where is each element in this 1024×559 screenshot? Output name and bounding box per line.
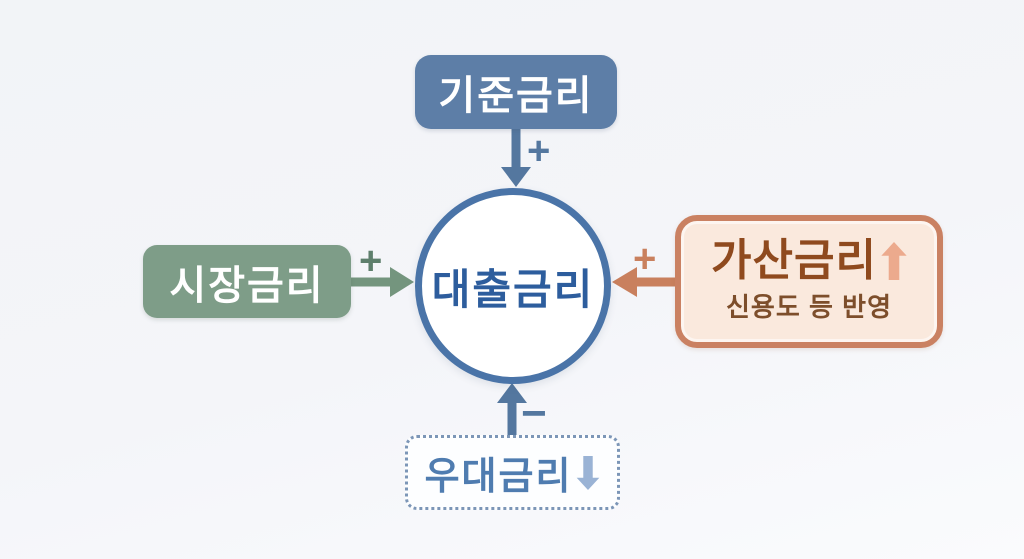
preferential-rate-label: 우대금리 <box>424 456 573 498</box>
spread-rate-main-line: 가산금리 <box>711 239 907 283</box>
spread-rate-subtext: 신용도 등 반영 <box>726 292 892 322</box>
node-base-rate: 기준금리 <box>415 55 617 129</box>
base-rate-label: 기준금리 <box>438 74 594 118</box>
node-preferential-rate: 우대금리 <box>405 435 620 510</box>
loan-rate-label: 대출금리 <box>431 265 595 313</box>
plus-sign-base-rate: + <box>527 129 551 173</box>
node-spread-rate: 가산금리 신용도 등 반영 <box>675 215 943 348</box>
node-market-rate: 시장금리 <box>143 245 351 318</box>
up-arrow-icon <box>881 242 907 280</box>
node-loan-rate: 대출금리 <box>415 188 611 384</box>
plus-sign-spread-rate: + <box>633 237 657 281</box>
spread-rate-label: 가산금리 <box>711 236 877 285</box>
market-rate-label: 시장금리 <box>169 263 325 308</box>
down-arrow-icon <box>577 455 600 490</box>
plus-sign-market-rate: + <box>359 239 383 283</box>
minus-sign-preferential-rate: − <box>521 389 547 438</box>
